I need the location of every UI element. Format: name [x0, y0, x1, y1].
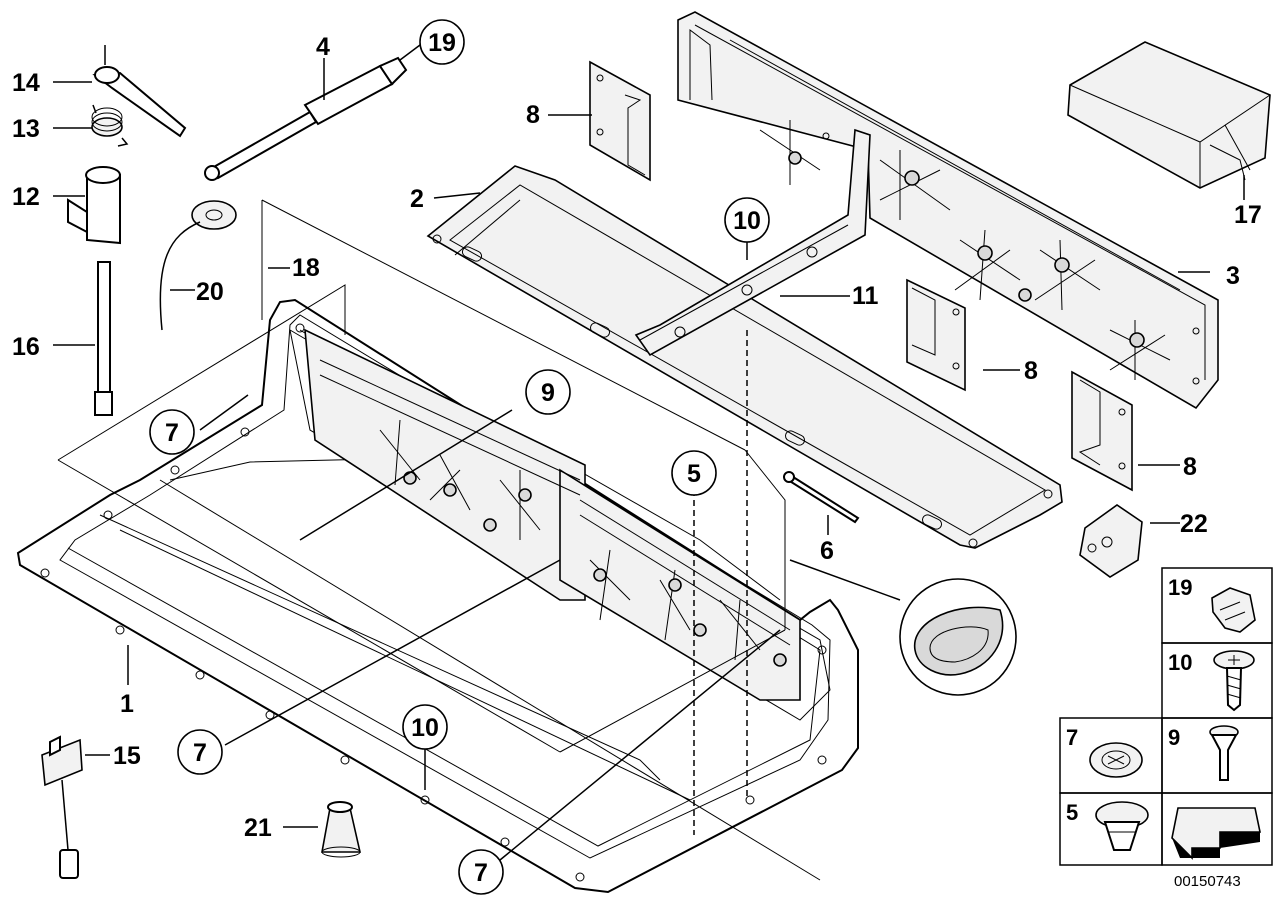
label-18: 18	[292, 254, 320, 282]
legend-label-19: 19	[1168, 575, 1192, 600]
label-21: 21	[244, 814, 272, 842]
callout-10-bottom: 10	[411, 714, 439, 742]
hardware-legend: 19 10 7 9 5	[1059, 567, 1273, 890]
label-16: 16	[12, 333, 40, 361]
legend-label-5: 5	[1066, 800, 1078, 825]
label-14: 14	[12, 69, 40, 97]
legend-label-9: 9	[1168, 725, 1180, 750]
inner-box	[304, 328, 801, 701]
legend-arrow-icon	[1171, 807, 1261, 860]
part-code: 00150743	[1174, 873, 1241, 890]
part-16-rod	[94, 261, 113, 416]
label-6: 6	[820, 537, 834, 565]
part-15-switch	[41, 735, 83, 879]
label-8-top: 8	[526, 101, 540, 129]
label-13: 13	[12, 115, 40, 143]
part-20-cable	[159, 200, 237, 331]
callout-10-top: 10	[733, 207, 761, 235]
part-2-panel	[426, 165, 1063, 549]
callout-5: 5	[687, 460, 701, 488]
callout-labels: 14 13 12 16 4 2 8 18 20 11 3 17 8 8 22 6…	[12, 33, 1262, 842]
label-20: 20	[196, 278, 224, 306]
label-2: 2	[410, 185, 424, 213]
label-3: 3	[1226, 262, 1240, 290]
leader-lines	[53, 44, 1245, 861]
callout-7-left: 7	[165, 419, 179, 447]
part-8-plate-bottom	[1071, 370, 1133, 492]
label-4: 4	[316, 33, 330, 61]
label-1: 1	[120, 690, 134, 718]
callout-7-mid: 7	[193, 739, 207, 767]
legend-clip-19	[1211, 587, 1256, 633]
legend-pin-9	[1209, 725, 1239, 781]
part-22-clip	[1079, 504, 1143, 578]
label-8-mid: 8	[1024, 357, 1038, 385]
part-8-plate-mid	[906, 278, 966, 392]
part-6-pin	[783, 471, 860, 524]
callout-9: 9	[541, 379, 555, 407]
callout-7-bottom: 7	[474, 859, 488, 887]
part-13-spring	[91, 104, 129, 147]
legend-label-10: 10	[1168, 650, 1192, 675]
label-12: 12	[12, 183, 40, 211]
detail-section-circle	[789, 559, 1017, 696]
part-12-housing	[67, 166, 121, 245]
label-15: 15	[113, 742, 141, 770]
label-22: 22	[1180, 510, 1208, 538]
legend-plug-5	[1095, 801, 1149, 851]
legend-screw-10	[1213, 650, 1255, 712]
legend-label-7: 7	[1066, 725, 1078, 750]
label-17: 17	[1234, 201, 1262, 229]
part-8-plate-top	[589, 60, 651, 182]
label-11: 11	[852, 282, 879, 310]
circled-callouts: 19 10 9 7 5 10 7 7	[149, 19, 770, 895]
part-3-back-panel	[677, 11, 1219, 410]
label-8-bottom: 8	[1183, 453, 1197, 481]
part-18-sheet	[57, 199, 786, 753]
callout-19: 19	[428, 29, 456, 57]
part-21-cap	[321, 801, 362, 858]
part-14-handle	[92, 45, 187, 138]
part-4-gas-strut	[204, 56, 408, 181]
legend-clip-7	[1089, 742, 1143, 778]
part-11-bracket	[634, 128, 871, 357]
part-17-box	[1067, 41, 1271, 189]
part-1-tray	[16, 298, 859, 894]
